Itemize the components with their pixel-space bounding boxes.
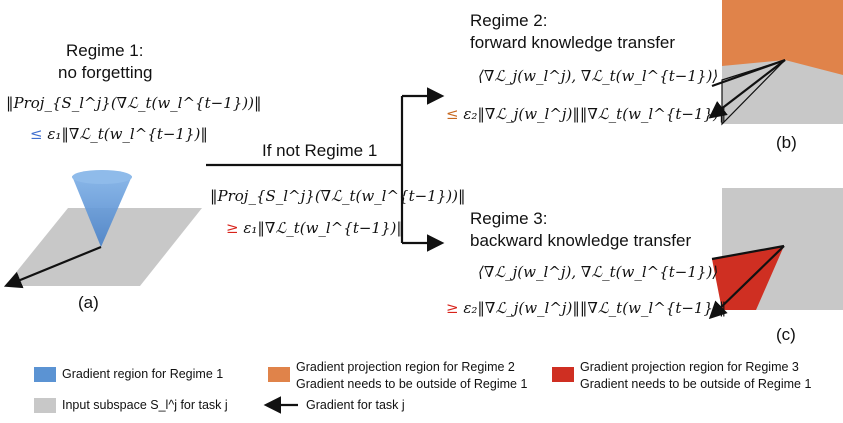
regime1-eq-op: ≤: [30, 125, 43, 143]
regime2-eq-line2: ≤ ε₂‖∇ℒ_j(w_l^j)‖‖∇ℒ_t(w_l^{t−1})‖: [446, 104, 726, 124]
regime1-eq-rest: ε₁‖∇ℒ_t(w_l^{t−1})‖: [47, 125, 208, 143]
legend-regime1: Gradient region for Regime 1: [62, 367, 224, 381]
regime2-title: Regime 2:: [470, 11, 548, 30]
gradient-arrow-b: [708, 59, 786, 119]
regime1-eq-line1: ‖Proj_{S_l^j}(∇ℒ_t(w_l^{t−1}))‖: [6, 93, 261, 113]
legend-subspace: Input subspace S_l^j for task j: [62, 398, 228, 412]
legend-gradient: Gradient for task j: [306, 398, 405, 412]
legend-regime2-line1: Gradient projection region for Regime 2: [296, 360, 515, 374]
regime1-subtitle: no forgetting: [58, 63, 153, 82]
legend-regime3-line2: Gradient needs to be outside of Regime 1: [580, 377, 812, 391]
regime3-eq-line1: ⟨∇ℒ_j(w_l^j), ∇ℒ_t(w_l^{t−1})⟩: [478, 262, 718, 282]
legend-regime2-line2: Gradient needs to be outside of Regime 1: [296, 377, 528, 391]
legend-swatch-regime2: [268, 367, 290, 382]
panel-label-c: (c): [776, 325, 796, 344]
branch-eq-line1: ‖Proj_{S_l^j}(∇ℒ_t(w_l^{t−1}))‖: [210, 186, 465, 206]
regime3-eq-line1-text: ⟨∇ℒ_j(w_l^j), ∇ℒ_t(w_l^{t−1})⟩: [478, 263, 719, 281]
regime1-eq-line2: ≤ ε₁‖∇ℒ_t(w_l^{t−1})‖: [30, 124, 208, 144]
panel-label-a: (a): [78, 293, 99, 312]
legend-swatch-regime1: [34, 367, 56, 382]
panel-c-edge: [711, 244, 785, 261]
branch-label: If not Regime 1: [262, 141, 378, 160]
regime2-eq-op: ≤: [446, 105, 459, 123]
legend-swatch-regime3: [552, 367, 574, 382]
gradient-arrow-c: [708, 245, 785, 320]
branch-eq-line2: ≥ ε₁‖∇ℒ_t(w_l^{t−1})‖: [226, 218, 404, 238]
regime3-eq-rest: ε₂‖∇ℒ_j(w_l^j)‖‖∇ℒ_t(w_l^{t−1})‖: [463, 299, 727, 317]
regime2-eq-line1-text: ⟨∇ℒ_j(w_l^j), ∇ℒ_t(w_l^{t−1})⟩: [478, 67, 719, 85]
branch-eq-op: ≥: [226, 219, 239, 237]
gradient-cone: [72, 176, 132, 247]
regime3-title: Regime 3:: [470, 209, 548, 228]
regime3-eq-op: ≥: [446, 299, 459, 317]
legend-regime3-line1: Gradient projection region for Regime 3: [580, 360, 799, 374]
legend-swatch-subspace: [34, 398, 56, 413]
panel-label-b: (b): [776, 133, 797, 152]
panel-b-edge: [711, 58, 786, 88]
gradient-arrow-a: [3, 245, 102, 289]
regime1-title: Regime 1:: [66, 41, 144, 60]
regime3-subtitle: backward knowledge transfer: [470, 231, 692, 250]
regime2-eq-rest: ε₂‖∇ℒ_j(w_l^j)‖‖∇ℒ_t(w_l^{t−1})‖: [463, 105, 727, 123]
branch-eq-line1-text: ‖Proj_{S_l^j}(∇ℒ_t(w_l^{t−1}))‖: [210, 187, 466, 205]
gradient-cone-top: [72, 170, 132, 184]
regime3-eq-line2: ≥ ε₂‖∇ℒ_j(w_l^j)‖‖∇ℒ_t(w_l^{t−1})‖: [446, 298, 726, 318]
regime2-subtitle: forward knowledge transfer: [470, 33, 676, 52]
regime1-eq-line1-text: ‖Proj_{S_l^j}(∇ℒ_t(w_l^{t−1}))‖: [6, 94, 262, 112]
branch-eq-rest: ε₁‖∇ℒ_t(w_l^{t−1})‖: [243, 219, 404, 237]
regime2-eq-line1: ⟨∇ℒ_j(w_l^j), ∇ℒ_t(w_l^{t−1})⟩: [478, 66, 718, 86]
